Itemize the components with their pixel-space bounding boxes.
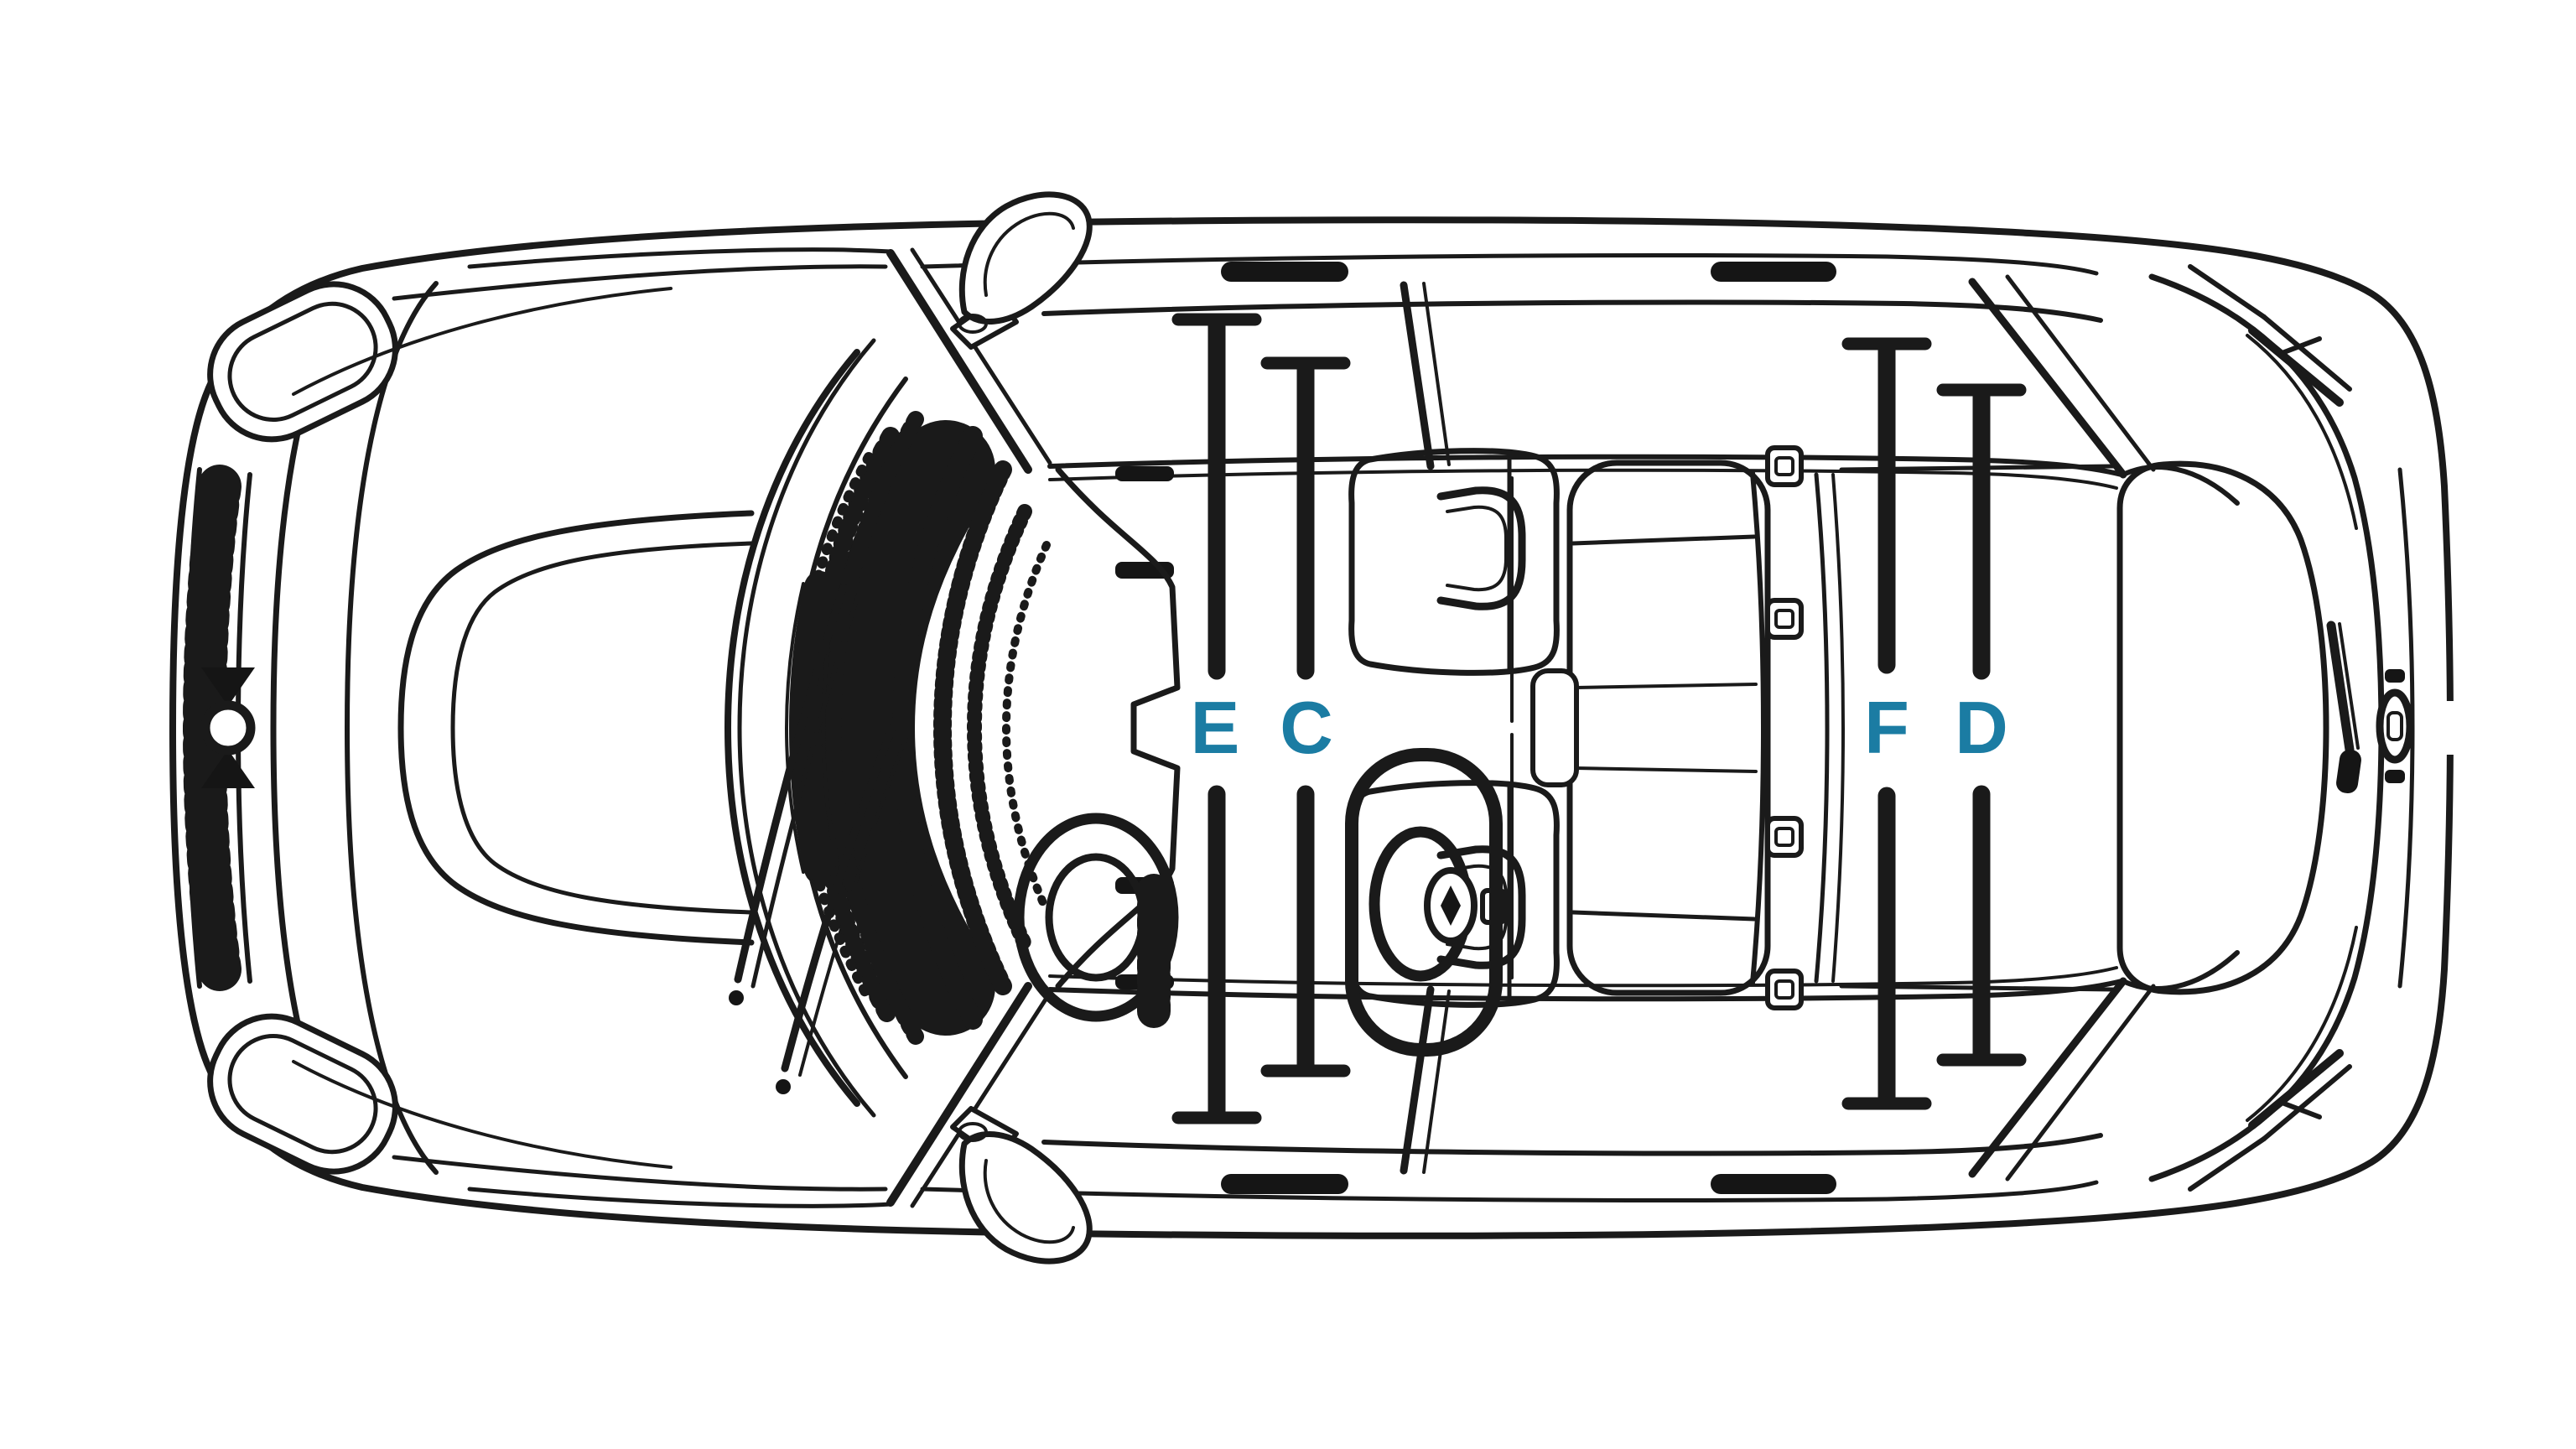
isofix-brackets — [1765, 445, 1804, 1010]
center-armrest — [1530, 668, 1579, 787]
side-details-half — [207, 191, 2352, 723]
dimension-labels: E C F D — [1191, 686, 2008, 769]
dimension-label-E: E — [1191, 686, 1240, 769]
door-handle-rear — [1711, 262, 1836, 282]
mini-badge-rear-icon — [2376, 669, 2414, 783]
windshield — [724, 338, 1051, 1118]
rear-end — [2116, 273, 2467, 1182]
dimension-label-F: F — [1864, 686, 1909, 769]
rear-window — [2116, 460, 2329, 995]
headrest — [1436, 486, 1526, 610]
tailgate-gap — [2433, 701, 2467, 755]
taillight-icon — [2188, 264, 2352, 407]
dimension-line-F — [1841, 337, 1932, 1110]
dimension-line-E — [1171, 313, 1262, 1124]
rear-bench-seat — [1530, 445, 1845, 1010]
side-details-mirrored — [190, 735, 2350, 1261]
front-seat — [1348, 448, 1560, 676]
headlight-icon — [207, 281, 398, 443]
door-handle-front — [1221, 262, 1348, 282]
dashboard — [1013, 466, 1181, 1035]
dimension-line-D — [1936, 383, 2027, 1067]
rear-wiper-icon — [2326, 621, 2361, 794]
dimension-label-D: D — [1955, 686, 2008, 769]
dimension-label-C: C — [1280, 686, 1333, 769]
windshield-wipers — [729, 583, 909, 1094]
mini-badge-front-icon — [200, 667, 256, 788]
instrument-cluster — [1013, 813, 1179, 1022]
car-drawing — [169, 191, 2467, 1261]
dimension-line-C — [1260, 356, 1351, 1078]
dimension-markers — [1171, 313, 2027, 1124]
cowl-vent-strip — [785, 571, 839, 885]
side-mirror-icon — [950, 191, 1093, 350]
steering-wheel-icon — [1345, 748, 1507, 1057]
hood-power-dome — [397, 510, 755, 946]
